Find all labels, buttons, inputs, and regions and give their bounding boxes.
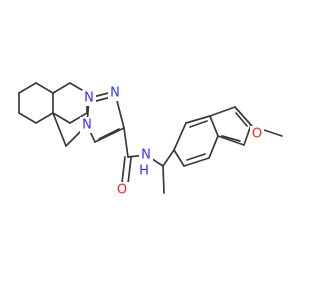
cyclohexyl-bond-2	[69, 112, 88, 124]
naphthyl-ring-b-1	[209, 106, 236, 117]
atom-label-n3: N	[110, 86, 120, 101]
atom-n1: N	[80, 117, 94, 133]
triazole-bond-c4-c5	[94, 127, 125, 143]
naphthyl-ring-a-4	[208, 135, 219, 159]
naphthyl-ring-b-2	[234, 106, 252, 126]
methyl-bond	[162, 165, 165, 194]
atom-label-n2: N	[84, 91, 94, 106]
cyclohexyl-bond-11	[35, 112, 54, 124]
structure-canvas: N N N N H O O	[18, 82, 283, 198]
atom-n2: N	[82, 90, 96, 106]
atom-amide-h: H	[137, 163, 151, 179]
molecule-structure: N N N N H O O	[18, 82, 283, 198]
atom-label-n1: N	[82, 118, 92, 133]
atom-amide-n: N	[139, 147, 153, 163]
cyclohexyl-bond-8	[18, 82, 37, 94]
methoxy-bond	[263, 129, 283, 137]
atom-label-amide-n: N	[141, 148, 151, 163]
carbonyl-bond-b	[127, 157, 132, 185]
naphthyl-ring-a-inner-1	[189, 120, 208, 128]
naphthyl-ring-b-inner-2	[221, 135, 241, 142]
naphthyl-ring-b-3	[243, 124, 252, 146]
atom-layer: N N N N H O O	[80, 85, 264, 198]
naphthyl-ring-a-inner-2	[186, 153, 206, 161]
naphthyl-ring-a-5	[183, 157, 210, 167]
naphthyl-ring-a-1	[173, 122, 187, 151]
amide-carbon-bond	[123, 127, 129, 158]
cyclohexyl-bond-1	[52, 112, 71, 124]
triazole-inner-double	[98, 128, 120, 140]
atom-label-carbonyl-o: O	[117, 183, 127, 198]
cyclohexyl-bond-10	[18, 112, 37, 124]
atom-label-amide-h: H	[139, 164, 149, 179]
atom-ether-o: O	[250, 126, 264, 142]
atom-carbonyl-o: O	[115, 182, 129, 198]
cyclohexyl-bond-7	[35, 82, 54, 94]
cyclohexyl-bond-5	[52, 82, 71, 94]
atom-label-ether-o: O	[252, 127, 262, 142]
carbonyl-bond-a	[121, 156, 126, 184]
atom-n3: N	[108, 85, 122, 101]
naphthyl-link-bond	[162, 149, 175, 167]
naphthyl-ring-b-4	[217, 135, 245, 146]
methylene-bond	[52, 112, 67, 147]
naphthyl-ring-a-2	[185, 115, 211, 124]
naphthyl-ring-a-3	[209, 115, 219, 137]
naphthyl-ring-a-6	[173, 149, 185, 167]
naphthyl-ring-b-inner-1	[235, 112, 248, 127]
